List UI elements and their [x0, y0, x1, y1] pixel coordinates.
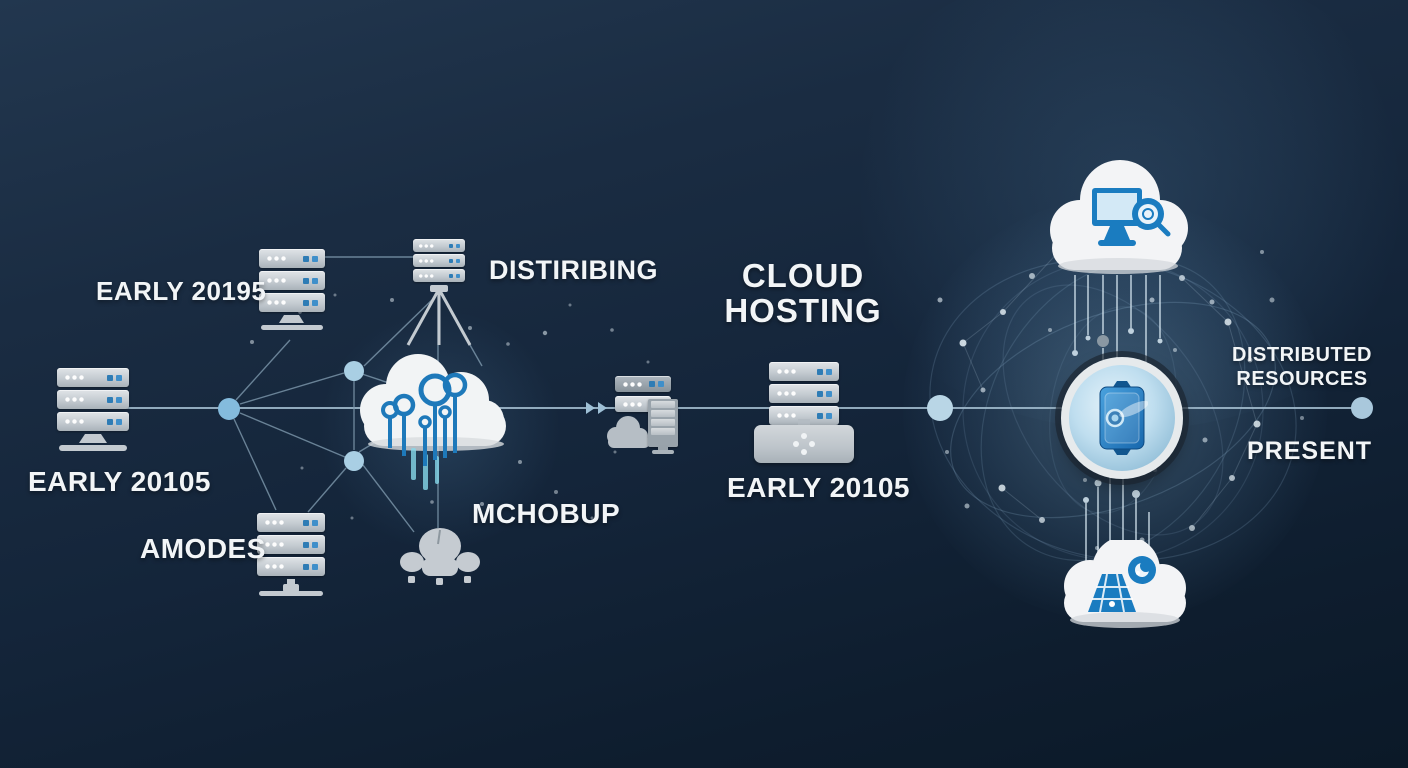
server-unit [769, 384, 839, 403]
network-dots [250, 226, 1304, 550]
timeline-node-end [1351, 397, 1373, 419]
people-group-icon [400, 528, 480, 585]
server-unit [769, 362, 839, 381]
label-cloud-hosting-title: CLOUD HOSTING [724, 257, 882, 329]
label-amodes: AMODES [140, 533, 266, 564]
diamond-dots-icon [793, 433, 815, 455]
server-stack-icon [57, 368, 129, 454]
timeline-arrow [598, 402, 607, 414]
server-rack-icon [648, 399, 678, 447]
device-circle-badge-icon [1061, 357, 1183, 479]
label-era-early-20105-middle: EARLY 20105 [727, 472, 910, 503]
server-unit [57, 412, 129, 431]
server-unit [413, 239, 465, 252]
mesh-node-upper [344, 361, 364, 381]
label-distiribing: DISTIRIBING [489, 255, 659, 285]
tripod-stand [406, 285, 472, 346]
server-unit [257, 557, 325, 576]
server-stand [59, 434, 127, 451]
timeline-node-middle [927, 395, 953, 421]
label-present: PRESENT [1247, 437, 1373, 465]
data-pins [381, 372, 468, 466]
server-stack-icon [769, 362, 839, 425]
device-glyph [1099, 381, 1148, 455]
monitor-search-glyph [1092, 188, 1171, 246]
small-cloud-icon [607, 416, 650, 448]
server-neck [798, 419, 810, 426]
label-era-early-20195: EARLY 20195 [96, 276, 267, 306]
mesh-node-lower [344, 451, 364, 471]
server-stack-icon [257, 513, 325, 599]
server-stack-icon [259, 249, 325, 333]
rack-stand [652, 445, 674, 454]
server-unit [57, 390, 129, 409]
server-unit [257, 535, 325, 554]
server-unit [257, 513, 325, 532]
server-unit [259, 293, 325, 312]
label-distributed-resources: DISTRIBUTED RESOURCES [1232, 344, 1372, 390]
server-unit [769, 406, 839, 425]
gray-node-dot [1097, 335, 1109, 347]
cloud-monitor-search-icon [1050, 160, 1188, 274]
server-unit [57, 368, 129, 387]
server-stack-icon [413, 239, 465, 282]
timeline-arrow [586, 402, 595, 414]
server-unit [413, 254, 465, 267]
cloud-pyramid-swirl-icon [1064, 540, 1186, 628]
pyramid-grid-glyph [1088, 573, 1136, 613]
server-unit [615, 376, 671, 392]
label-era-early-20105-left: EARLY 20105 [28, 466, 211, 497]
cloud-data-pins-icon [360, 354, 506, 490]
server-unit [413, 269, 465, 282]
server-stand [259, 579, 323, 596]
server-base [754, 425, 854, 463]
label-mchobup: MCHOBUP [472, 498, 621, 529]
swirl-glyph [1128, 556, 1156, 584]
server-unit [259, 271, 325, 290]
server-unit [259, 249, 325, 268]
timeline-node-left [218, 398, 240, 420]
server-stand [261, 315, 323, 330]
